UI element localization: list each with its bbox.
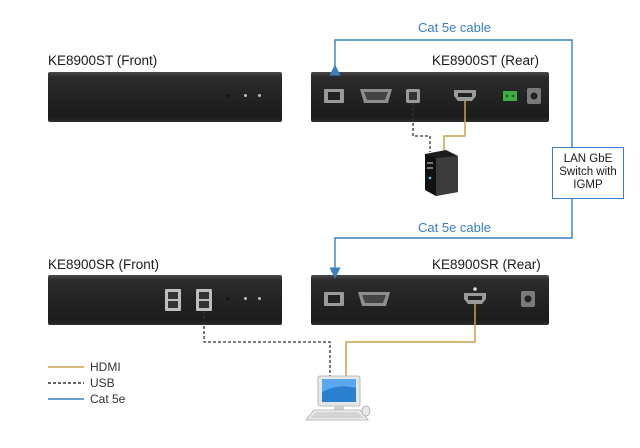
usb-a-port-icon [196,289,212,311]
hdmi-port-icon [454,90,476,101]
cat5e-cable-label-top: Cat 5e cable [418,20,491,35]
lan-switch-box: LAN GbE Switch with IGMP [552,147,624,199]
hdmi-cable-receiver [345,304,476,376]
power-jack-icon [521,291,535,307]
legend-usb-label: USB [90,376,115,390]
power-jack-icon [527,88,541,104]
receiver-rear-panel [311,275,549,325]
receiver-rear-label: KE8900SR (Rear) [432,257,541,272]
cat5e-cable-middle [329,199,573,279]
receiver-front-label: KE8900SR (Front) [48,257,160,272]
usb-a-port-icon [165,289,181,311]
power-led-icon [226,297,229,300]
serial-port-icon [360,89,392,103]
power-led-icon [226,94,229,97]
desktop-computer-icon [305,375,371,421]
computer-tower-icon [425,150,458,196]
rj45-port-icon [324,292,344,306]
switch-line-3: IGMP [573,179,603,191]
transmitter-front-label: KE8900ST (Front) [48,53,158,68]
usb-cable-receiver [203,311,331,376]
legend-hdmi-label: HDMI [90,360,121,374]
status-led-icon [244,94,247,97]
cat5e-cable-top [329,39,573,147]
hdmi-cable-transmitter [443,101,466,152]
status-led-icon [258,297,261,300]
switch-line-1: LAN GbE [563,153,613,165]
hdmi-port-icon [464,287,486,304]
legend-cat5e-label: Cat 5e [90,392,126,406]
switch-line-2: Switch with [559,166,617,178]
status-led-icon [258,94,261,97]
transmitter-rear-label: KE8900ST (Rear) [432,53,540,68]
serial-port-icon [358,292,390,306]
usb-b-port-icon [406,89,420,103]
rj45-port-icon [324,89,344,103]
status-led-icon [244,297,247,300]
terminal-block-icon [503,91,517,101]
cat5e-cable-label-middle: Cat 5e cable [418,220,491,235]
usb-cable-transmitter [412,103,431,152]
transmitter-front-panel [48,72,282,122]
